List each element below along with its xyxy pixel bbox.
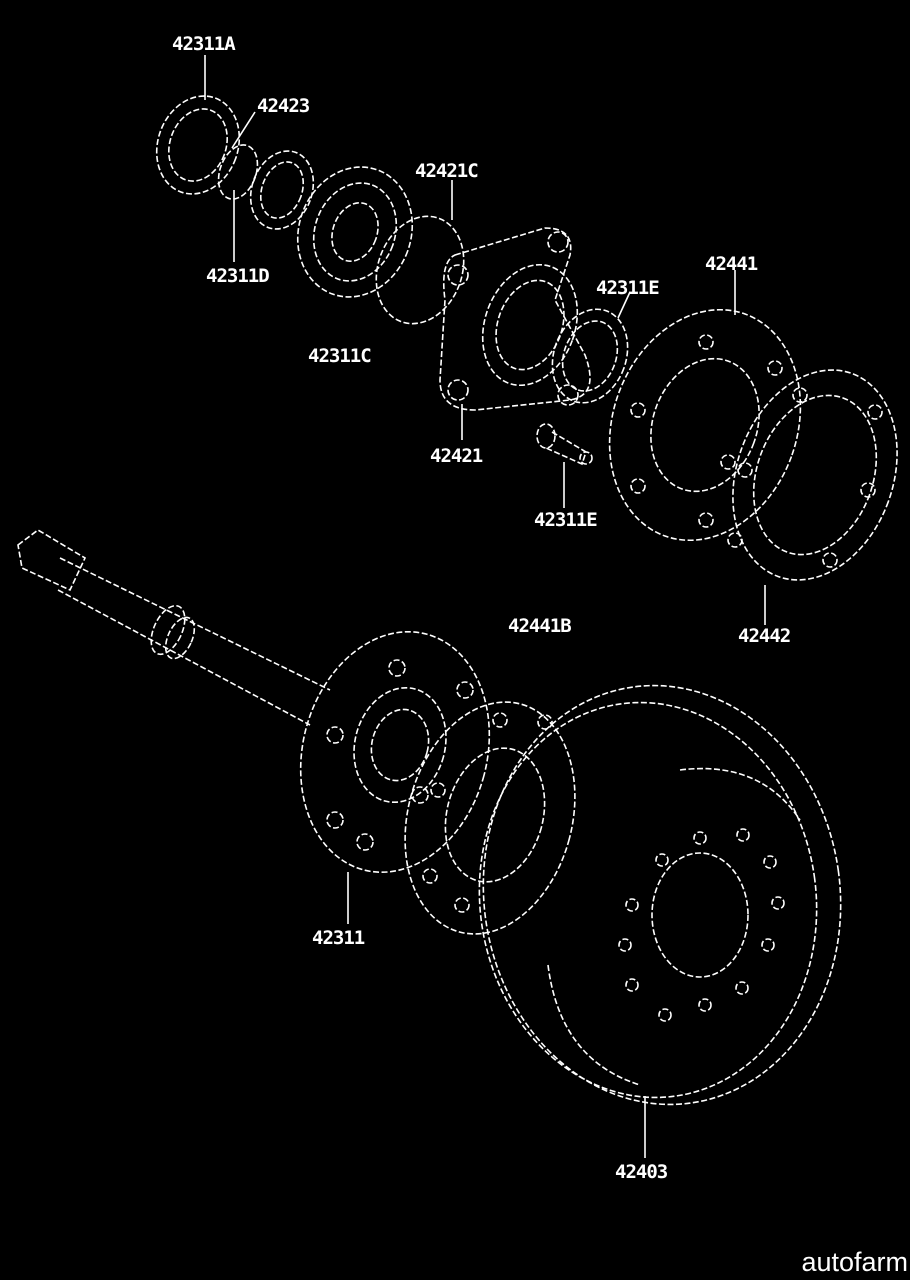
bearing-housing-flange: [439, 227, 591, 411]
callout-42421c: 42421C: [415, 160, 478, 182]
backing-plate-gasket: [727, 369, 898, 581]
hub-bolt: [536, 423, 593, 466]
callout-42423: 42423: [257, 95, 310, 117]
bearing-spacer: [249, 150, 315, 230]
callout-42311e-upper: 42311E: [596, 277, 659, 299]
backing-plate: [608, 308, 802, 542]
callout-42311e-lower: 42311E: [534, 509, 597, 531]
watermark-text: autofarm: [801, 1247, 908, 1277]
brake-drum-gasket: [404, 701, 576, 935]
callout-labels: 42311A 42423 42311D 42421C 42311C 42311E…: [172, 33, 791, 1183]
callout-42311a: 42311A: [172, 33, 236, 55]
callout-42442: 42442: [738, 625, 790, 647]
brake-drum: [478, 684, 842, 1106]
outer-seal-ring: [155, 95, 241, 195]
callout-42311c: 42311C: [308, 345, 371, 367]
callout-42311: 42311: [312, 927, 365, 949]
axle-shaft: [17, 529, 331, 726]
leader-lines: [204, 55, 766, 1158]
o-ring: [375, 215, 465, 325]
callout-42403: 42403: [615, 1161, 668, 1183]
callout-42421: 42421: [430, 445, 483, 467]
callout-42311d: 42311D: [206, 265, 269, 287]
axle-flange: [299, 630, 491, 874]
callout-42441b: 42441B: [508, 615, 571, 637]
oil-seal: [551, 308, 629, 404]
hub-bearing: [296, 166, 414, 298]
callout-42441: 42441: [705, 253, 758, 275]
